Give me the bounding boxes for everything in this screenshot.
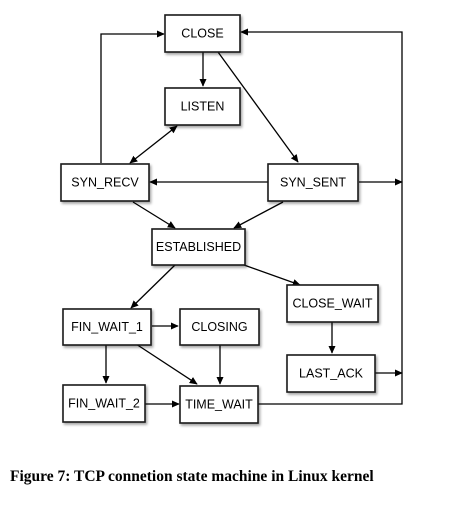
state-fin-wait-1-box — [62, 308, 152, 346]
state-close-label: CLOSE — [181, 27, 223, 41]
state-time-wait: TIME_WAIT — [179, 385, 259, 424]
edge-syn-recv-to-close — [100, 30, 165, 163]
state-syn-recv-box — [60, 163, 150, 202]
state-listen-box — [164, 87, 241, 126]
state-fin-wait-1-label: FIN_WAIT_1 — [71, 320, 143, 334]
edge-listen-syn-recv — [129, 125, 178, 164]
edge-fin-wait-1-to-time-wait — [135, 343, 198, 385]
edge-close-to-syn-sent — [217, 51, 299, 163]
state-established-label: ESTABLISHED — [156, 240, 241, 254]
state-established-box — [151, 228, 246, 266]
state-close-box — [164, 14, 241, 53]
state-fin-wait-2-box — [62, 384, 146, 423]
state-fin-wait-1: FIN_WAIT_1 — [62, 308, 152, 346]
state-closing-box — [179, 308, 260, 346]
state-syn-sent-label: SYN_SENT — [280, 176, 346, 190]
edge-time-wait-to-close — [240, 28, 403, 405]
state-last-ack: LAST_ACK — [286, 354, 376, 393]
state-closing: CLOSING — [179, 308, 260, 346]
edge-established-to-close-wait — [243, 264, 301, 286]
state-listen: LISTEN — [164, 87, 241, 126]
state-established: ESTABLISHED — [151, 228, 246, 266]
tcp-state-machine-diagram: CLOSE LISTEN SYN_RECV SYN_SENT ESTABLISH… — [60, 14, 403, 424]
state-syn-recv: SYN_RECV — [60, 163, 150, 202]
state-last-ack-box — [286, 354, 376, 393]
edge-syn-recv-to-established — [132, 201, 176, 229]
state-fin-wait-2-label: FIN_WAIT_2 — [68, 397, 140, 411]
state-syn-recv-label: SYN_RECV — [71, 176, 139, 190]
state-fin-wait-2: FIN_WAIT_2 — [62, 384, 146, 423]
state-last-ack-label: LAST_ACK — [299, 367, 364, 381]
state-time-wait-box — [179, 385, 259, 424]
state-close-wait-box — [286, 284, 379, 323]
state-listen-label: LISTEN — [181, 100, 225, 114]
edge-syn-sent-to-established — [233, 201, 284, 229]
state-syn-sent-box — [267, 163, 359, 202]
state-closing-label: CLOSING — [191, 320, 247, 334]
edges — [100, 28, 403, 408]
state-close-wait-label: CLOSE_WAIT — [292, 297, 372, 311]
state-close: CLOSE — [164, 14, 241, 53]
figure-caption: Figure 7: TCP connetion state machine in… — [10, 468, 374, 485]
edge-established-to-fin-wait-1 — [130, 264, 176, 309]
state-time-wait-label: TIME_WAIT — [185, 398, 253, 412]
state-syn-sent: SYN_SENT — [267, 163, 359, 202]
state-close-wait: CLOSE_WAIT — [286, 284, 379, 323]
